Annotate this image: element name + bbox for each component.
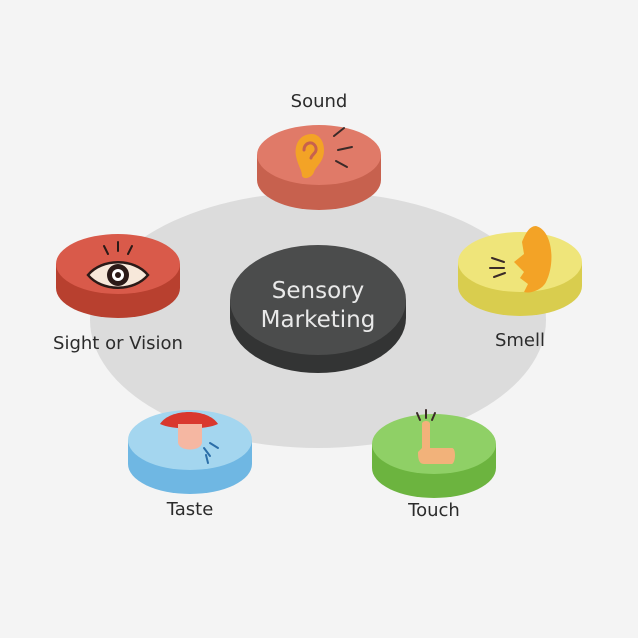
sense-smell: Smell bbox=[458, 226, 582, 351]
sense-sound: Sound bbox=[257, 91, 381, 210]
eye-icon bbox=[86, 241, 150, 289]
finger-icon bbox=[416, 409, 455, 464]
center-title-line2: Marketing bbox=[261, 307, 376, 333]
sense-sight: Sight or Vision bbox=[53, 234, 183, 354]
center-disc: Sensory Marketing bbox=[230, 245, 406, 373]
center-title-line1: Sensory bbox=[272, 278, 364, 304]
sense-touch: Touch bbox=[372, 409, 496, 521]
sense-taste: Taste bbox=[128, 410, 252, 520]
tongue-icon bbox=[160, 412, 219, 464]
taste-label: Taste bbox=[166, 499, 214, 520]
center-disc-top bbox=[230, 245, 406, 355]
touch-label: Touch bbox=[407, 500, 460, 521]
smell-label: Smell bbox=[495, 330, 545, 351]
ear-icon bbox=[295, 127, 353, 179]
sight-label: Sight or Vision bbox=[53, 333, 183, 354]
sound-label: Sound bbox=[291, 91, 348, 112]
nose-icon bbox=[489, 226, 552, 293]
touch-disc-top bbox=[372, 414, 496, 474]
